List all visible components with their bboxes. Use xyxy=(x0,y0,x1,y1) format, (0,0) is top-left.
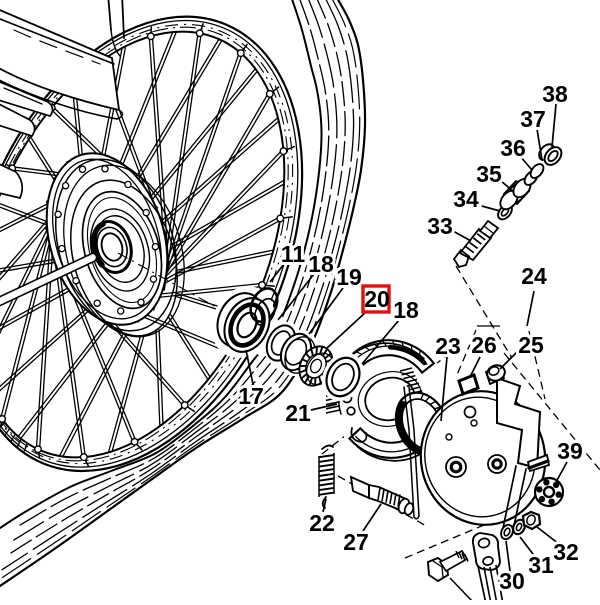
svg-text:25: 25 xyxy=(518,332,544,358)
svg-text:19: 19 xyxy=(336,264,362,290)
svg-text:22: 22 xyxy=(309,510,335,536)
svg-text:32: 32 xyxy=(553,539,579,565)
svg-text:36: 36 xyxy=(500,135,526,161)
svg-text:38: 38 xyxy=(542,81,568,107)
svg-text:24: 24 xyxy=(521,263,547,289)
svg-text:18: 18 xyxy=(308,251,334,277)
svg-text:35: 35 xyxy=(476,161,502,187)
svg-text:34: 34 xyxy=(453,186,479,212)
svg-text:11: 11 xyxy=(281,241,306,267)
svg-text:18: 18 xyxy=(393,297,419,323)
svg-text:21: 21 xyxy=(285,400,311,426)
svg-text:39: 39 xyxy=(557,438,583,464)
svg-text:30: 30 xyxy=(499,568,525,594)
svg-text:17: 17 xyxy=(238,383,264,409)
svg-text:23: 23 xyxy=(435,333,461,359)
svg-text:33: 33 xyxy=(427,213,453,239)
svg-text:37: 37 xyxy=(520,106,546,132)
svg-text:27: 27 xyxy=(343,529,369,555)
svg-text:20: 20 xyxy=(364,286,390,312)
svg-text:31: 31 xyxy=(528,552,554,578)
svg-text:26: 26 xyxy=(471,332,497,358)
